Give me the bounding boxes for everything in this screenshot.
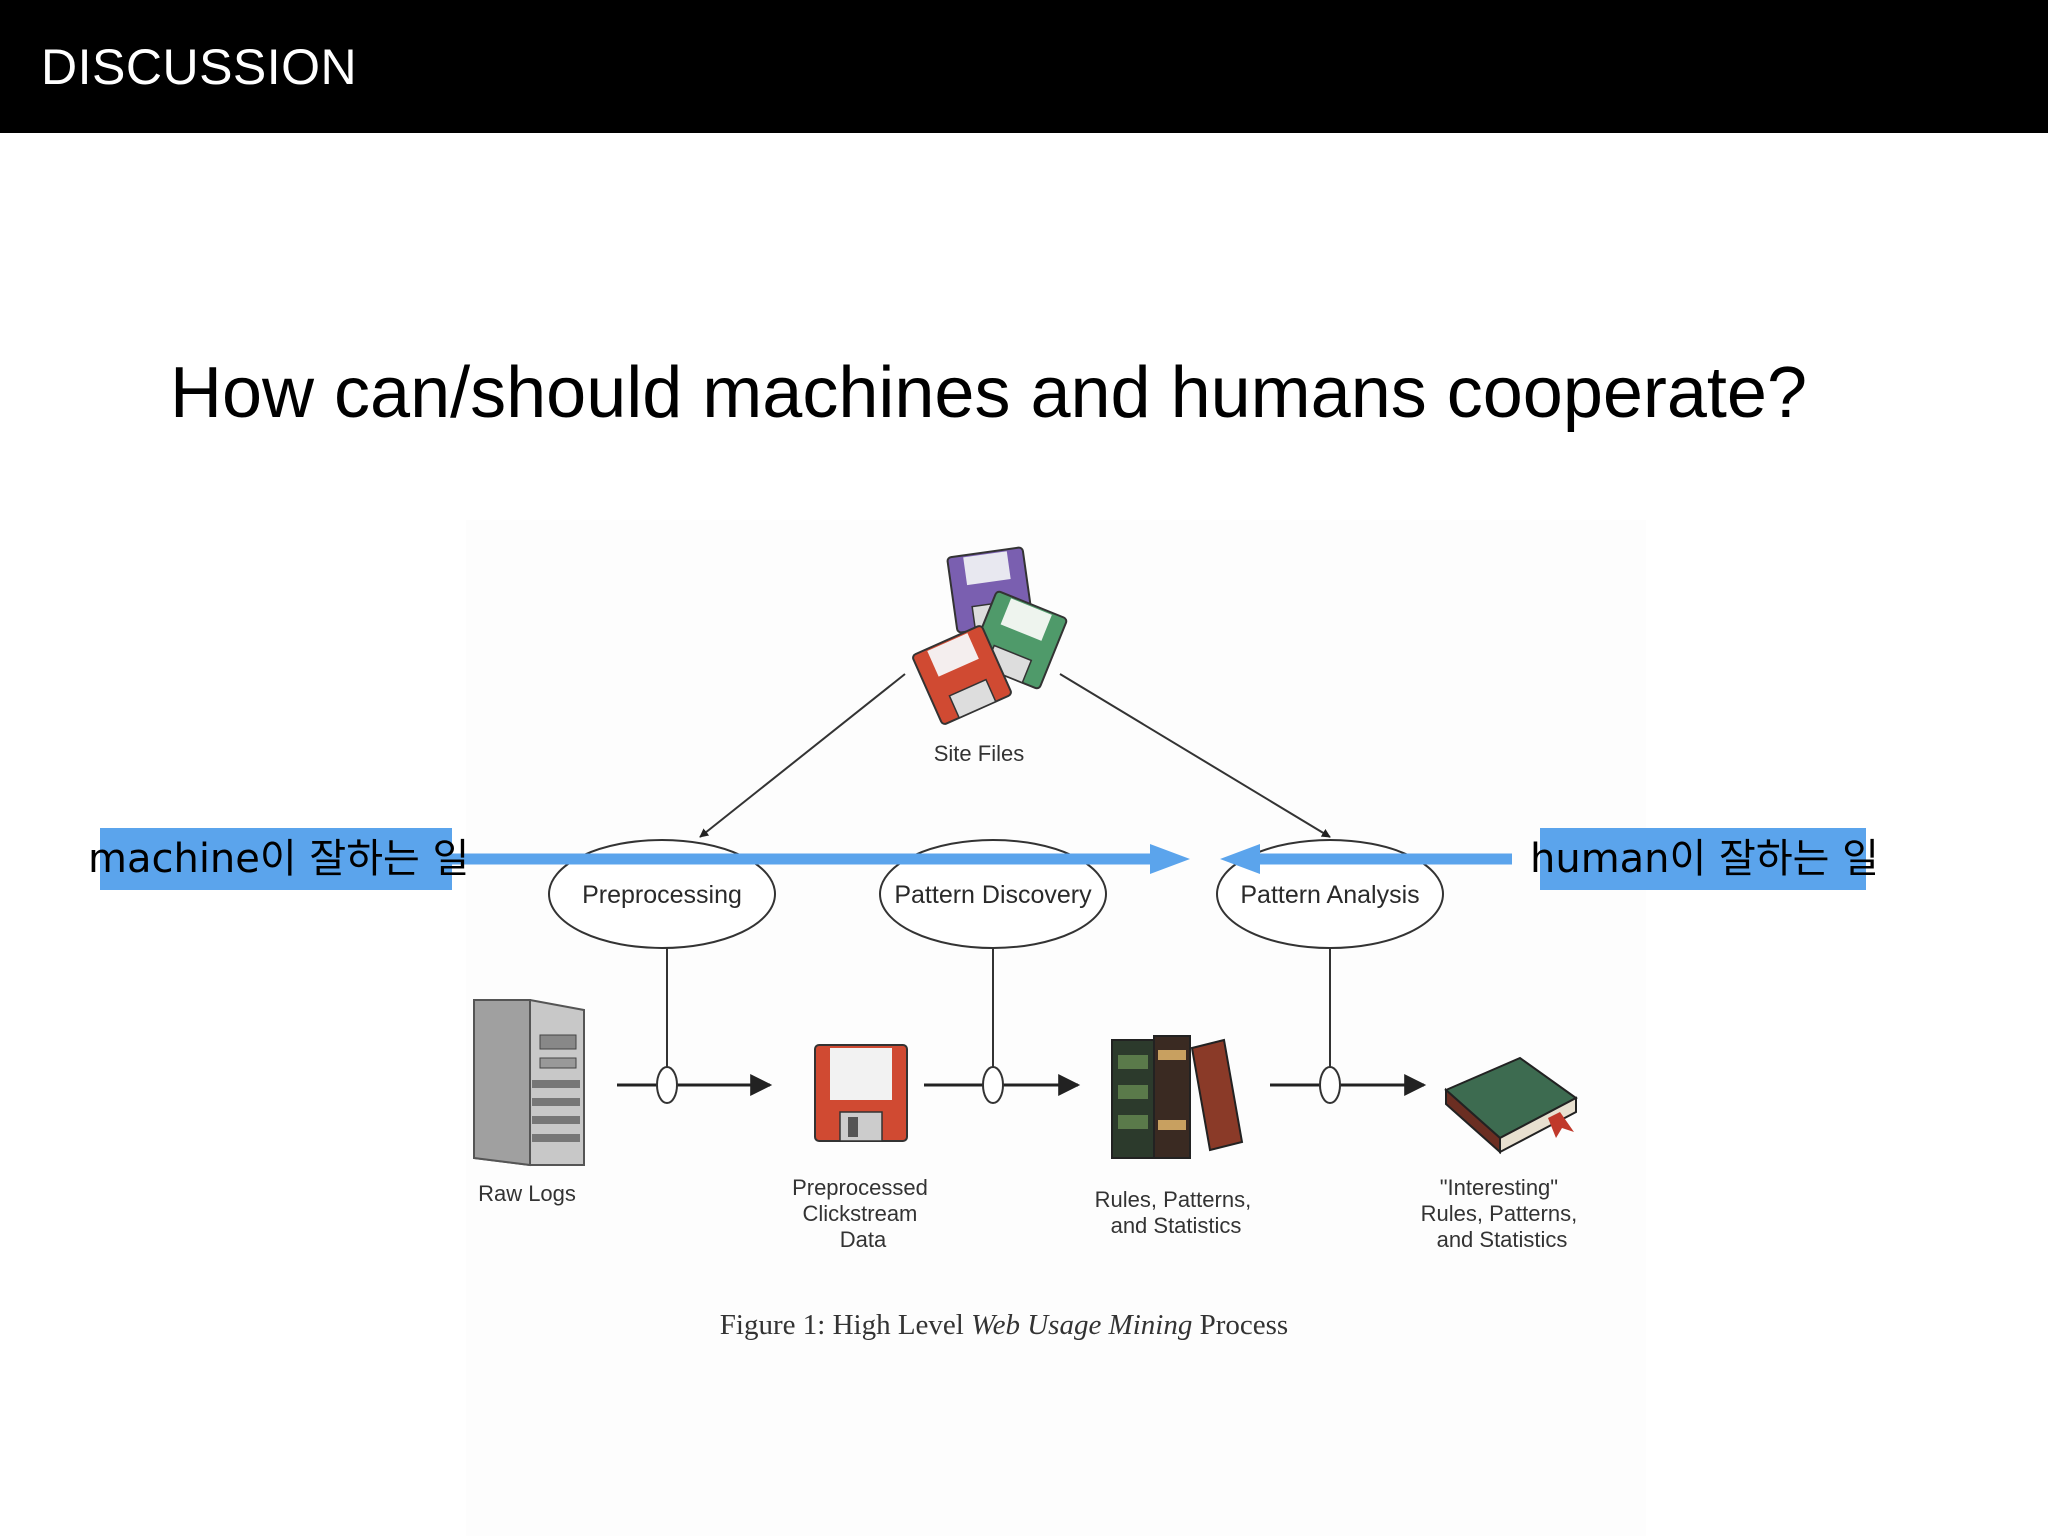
books-icon [1111,1035,1244,1159]
floppy-disk-icon [814,1044,908,1142]
caption-prefix: Figure 1: High Level [720,1309,971,1341]
preprocessed-line-3: Data [840,1227,887,1252]
interesting-line-2: Rules, Patterns, [1421,1201,1578,1226]
slide-question: How can/should machines and humans coope… [170,353,1808,433]
interesting-line-3: and Statistics [1437,1227,1568,1252]
rules-line-1: Rules, Patterns, [1095,1187,1252,1212]
preprocessing-label: Preprocessing [582,881,742,909]
machine-arrow-head [1150,844,1190,874]
preprocessed-line-2: Clickstream [802,1201,917,1226]
human-highlight-label: human이 잘하는 일 [1530,836,1879,882]
site-files-label: Site Files [934,741,1024,766]
figure-caption: Figure 1: High Level Web Usage Mining Pr… [720,1309,1288,1341]
diagram-background [466,520,1646,1536]
slide-header-title: DISCUSSION [41,39,358,95]
pattern-analysis-label: Pattern Analysis [1240,881,1419,909]
interesting-line-1: "Interesting" [1440,1175,1558,1200]
rules-label: Rules, Patterns, and Statistics [1095,1187,1258,1238]
interesting-rules-label: "Interesting" Rules, Patterns, and Stati… [1421,1175,1584,1252]
machine-highlight: machine이 잘하는 일 [88,828,469,890]
pattern-discovery-label: Pattern Discovery [894,881,1092,909]
preprocessed-line-1: Preprocessed [792,1175,928,1200]
process-pattern-analysis: Pattern Analysis [1216,839,1444,949]
arrow-rules-to-interesting [1270,1066,1427,1104]
arrow-site-to-pattern-analysis [1059,673,1331,838]
preprocessed-label: Preprocessed Clickstream Data [792,1175,934,1252]
human-arrow-head [1220,844,1260,874]
machine-highlight-label: machine이 잘하는 일 [88,836,470,882]
server-icon [473,999,585,1167]
book-icon [1444,1056,1578,1155]
site-files-icon [912,546,1068,725]
arrow-raw-to-preprocessed [617,1066,773,1104]
rules-line-2: and Statistics [1111,1213,1242,1238]
caption-suffix: Process [1192,1309,1288,1341]
caption-italic: Web Usage Mining [971,1309,1192,1341]
header-bar: DISCUSSION [0,0,2048,133]
process-preprocessing: Preprocessing [548,839,776,949]
raw-logs-line-1: Raw Logs [478,1181,576,1206]
arrow-preprocessed-to-rules [924,1066,1081,1104]
human-highlight: human이 잘하는 일 [1530,828,1879,890]
raw-logs-label: Raw Logs [478,1181,576,1206]
arrow-site-to-preprocessing [699,673,906,838]
